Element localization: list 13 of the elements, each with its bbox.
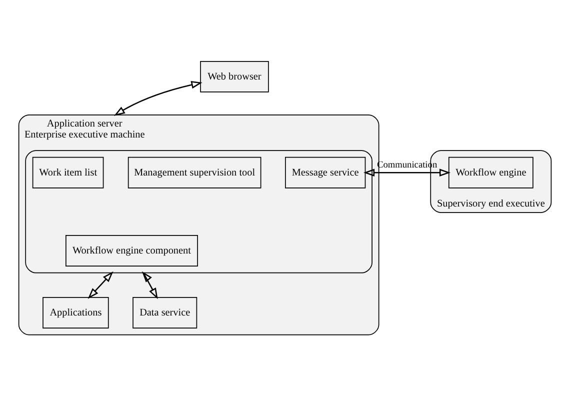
arrow <box>363 168 451 176</box>
node-box: Workflow engine <box>448 156 534 188</box>
node-box: Applications <box>42 297 109 328</box>
node-box: Management supervision tool <box>128 156 262 188</box>
arrow <box>114 81 202 116</box>
arrow <box>142 271 158 300</box>
node-box: Message service <box>285 156 366 188</box>
node-box: Web browser <box>200 60 269 92</box>
arrow <box>88 271 114 299</box>
node-box: Work item list <box>32 156 104 188</box>
node-box: Workflow engine component <box>66 235 198 266</box>
node-box: Data service <box>132 297 198 328</box>
cluster <box>25 150 372 274</box>
